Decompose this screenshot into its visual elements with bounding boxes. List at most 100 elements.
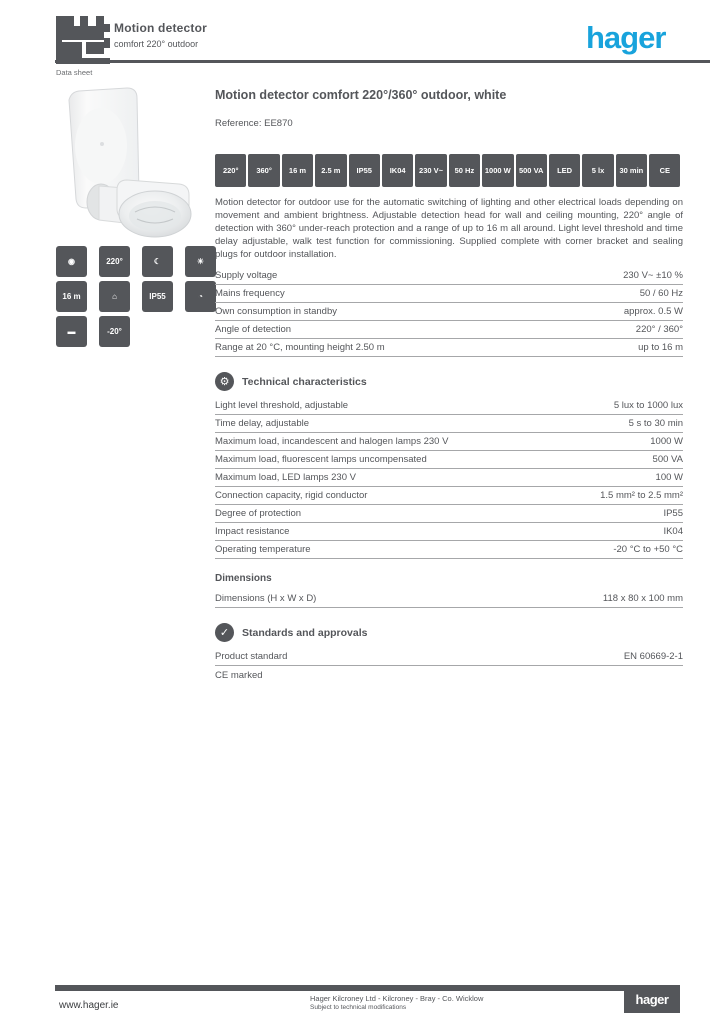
left-pictogram-grid: ◉ 220° ☾ ☀ 16 m ⌂ IP55 ◔ ▬ -20° (56, 246, 221, 347)
spec-row: Angle of detection 220° / 360° (215, 321, 683, 339)
led-load-icon: LED (548, 154, 581, 187)
range-icon: 16 m (56, 281, 87, 312)
spec-value: -20 °C to +50 °C (613, 544, 683, 555)
night-icon: ☾ (142, 246, 173, 277)
incandescent-load-icon: 1000 W (482, 154, 514, 187)
detection-angle-icon: 220° (215, 154, 247, 187)
footer-line2: Subject to technical modifications (310, 1004, 407, 1011)
spec-row: Operating temperature -20 °C to +50 °C (215, 541, 683, 559)
spec-label: Angle of detection (215, 324, 292, 335)
spec-value: IK04 (663, 526, 683, 537)
spec-row: Dimensions (H x W x D) 118 x 80 x 100 mm (215, 590, 683, 608)
ip-rating-icon: IP55 (348, 154, 380, 187)
footer-url-box: www.hager.ie (56, 993, 196, 1017)
spec-label: Product standard (215, 651, 288, 662)
spec-label: Time delay, adjustable (215, 418, 309, 429)
spec-row: Supply voltage 230 V~ ±10 % (215, 267, 683, 285)
footer-company-info: Hager Kilcroney Ltd - Kilcroney - Bray -… (310, 994, 483, 1012)
gear-icon: ⚙ (215, 372, 234, 391)
spec-row: Product standard EN 60669-2-1 (215, 648, 683, 666)
website-link[interactable]: www.hager.ie (59, 999, 119, 1011)
spec-value: 1000 W (650, 436, 683, 447)
product-sheet-body: Motion detector comfort 220°/360° outdoo… (215, 88, 683, 681)
spec-row: Time delay, adjustable 5 s to 30 min (215, 415, 683, 433)
spec-row: Impact resistance IK04 (215, 523, 683, 541)
time-delay-icon: 30 min (615, 154, 648, 187)
voltage-icon: 230 V~ (415, 154, 447, 187)
spec-value: up to 16 m (638, 342, 683, 353)
spec-label: Operating temperature (215, 544, 311, 555)
timer-icon: ◔ (185, 281, 216, 312)
lux-threshold-icon: 5 lx (582, 154, 614, 187)
spec-label: Impact resistance (215, 526, 290, 537)
sun-icon: ☀ (185, 246, 216, 277)
footer-line1: Hager Kilcroney Ltd - Kilcroney - Bray -… (310, 994, 484, 1003)
header-note: Data sheet (56, 68, 93, 77)
spec-label: Degree of protection (215, 508, 302, 519)
spec-value: IP55 (663, 508, 683, 519)
temperature-icon: -20° (99, 316, 130, 347)
footer-hager-logo: hager (624, 985, 680, 1013)
motion-icon: ◉ (56, 246, 87, 277)
spec-value: 5 s to 30 min (628, 418, 683, 429)
spec-value: 220° / 360° (635, 324, 683, 335)
spec-label: Maximum load, LED lamps 230 V (215, 472, 356, 483)
spec-row: Degree of protection IP55 (215, 505, 683, 523)
fluorescent-load-icon: 500 VA (515, 154, 547, 187)
product-title: Motion detector comfort 220°/360° outdoo… (215, 88, 507, 102)
ce-note: CE marked (215, 670, 263, 681)
frequency-icon: 50 Hz (448, 154, 481, 187)
spec-value: approx. 0.5 W (623, 306, 683, 317)
spec-label: Maximum load, incandescent and halogen l… (215, 436, 449, 447)
spec-label: Mains frequency (215, 288, 285, 299)
spec-table-technical: Light level threshold, adjustable 5 lux … (215, 397, 683, 559)
spec-value: 118 x 80 x 100 mm (602, 593, 683, 604)
level-bar-icon: ▬ (56, 316, 87, 347)
angle-icon: 220° (99, 246, 130, 277)
product-reference: Reference: EE870 (215, 118, 293, 129)
hager-logo: hager (586, 20, 666, 55)
spec-label: Supply voltage (215, 270, 278, 281)
spec-table-general: Supply voltage 230 V~ ±10 % Mains freque… (215, 267, 683, 357)
spec-label: Connection capacity, rigid conductor (215, 490, 368, 501)
dimensions-heading: Dimensions (215, 573, 272, 584)
spec-row: Range at 20 °C, mounting height 2.50 m u… (215, 339, 683, 357)
spec-label: Maximum load, fluorescent lamps uncompen… (215, 454, 427, 465)
spec-table-dimensions: Dimensions (H x W x D) 118 x 80 x 100 mm (215, 590, 683, 608)
spec-row: Connection capacity, rigid conductor 1.5… (215, 487, 683, 505)
spec-table-standards: Product standard EN 60669-2-1 (215, 648, 683, 666)
checkmark-icon: ✓ (215, 623, 234, 642)
spec-label: Own consumption in standby (215, 306, 337, 317)
section-standards-heading: ✓ Standards and approvals (215, 623, 683, 642)
spec-label: Dimensions (H x W x D) (215, 593, 317, 604)
spec-value: EN 60669-2-1 (623, 651, 683, 662)
section-title: Technical characteristics (242, 375, 367, 388)
header-subtitle: comfort 220° outdoor (114, 39, 199, 49)
spec-row: Maximum load, LED lamps 230 V 100 W (215, 469, 683, 487)
spec-label: Light level threshold, adjustable (215, 400, 349, 411)
spec-value: 500 VA (652, 454, 683, 465)
header-rule (55, 60, 710, 63)
ip55-icon: IP55 (142, 281, 173, 312)
mounting-height-icon: 2.5 m (315, 154, 347, 187)
spec-value: 230 V~ ±10 % (623, 270, 683, 281)
spec-row: Own consumption in standby approx. 0.5 W (215, 303, 683, 321)
spec-value: 5 lux to 1000 lux (613, 400, 683, 411)
product-image (55, 86, 205, 238)
product-description: Motion detector for outdoor use for the … (215, 197, 683, 260)
datamatrix-code (56, 16, 110, 64)
spec-label: Range at 20 °C, mounting height 2.50 m (215, 342, 385, 353)
spec-row: Maximum load, fluorescent lamps uncompen… (215, 451, 683, 469)
ik-rating-icon: IK04 (381, 154, 414, 187)
spec-row: Mains frequency 50 / 60 Hz (215, 285, 683, 303)
footer-rule (55, 985, 680, 991)
range-icon: 16 m (281, 154, 314, 187)
spec-value: 50 / 60 Hz (639, 288, 683, 299)
section-title: Standards and approvals (242, 626, 368, 639)
spec-row: Light level threshold, adjustable 5 lux … (215, 397, 683, 415)
spec-row: Maximum load, incandescent and halogen l… (215, 433, 683, 451)
section-technical-heading: ⚙ Technical characteristics (215, 372, 683, 391)
wall-mount-icon: ⌂ (99, 281, 130, 312)
ce-mark-icon: CE (649, 154, 681, 187)
